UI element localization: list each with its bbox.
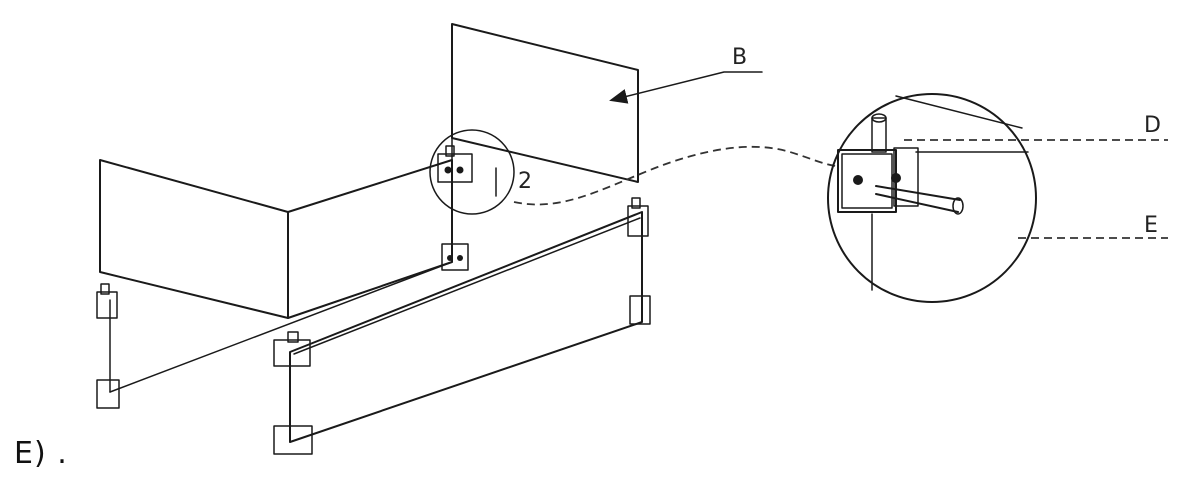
label-d: D xyxy=(1144,113,1161,138)
detail-number-label: 2 xyxy=(518,169,532,194)
clamp-front-left-bottom xyxy=(273,425,313,455)
label-b: B xyxy=(732,45,747,70)
rear-left-glass-panel xyxy=(109,261,453,393)
clamp-rear-left-top xyxy=(96,283,118,319)
left-end-panel xyxy=(99,159,289,319)
caption-text: E) . xyxy=(14,436,68,471)
clamp-middle-bottom xyxy=(441,243,469,271)
clamp-rear-left-bottom xyxy=(96,379,120,409)
label-e: E xyxy=(1144,213,1158,238)
back-panel-b xyxy=(451,23,639,183)
detail-2-callout xyxy=(429,129,515,215)
magnified-detail-view xyxy=(827,93,1037,303)
clamp-front-right-bottom xyxy=(629,295,651,325)
leader-b xyxy=(609,71,763,104)
detail-leader-line xyxy=(513,145,837,206)
back-long-panel xyxy=(287,137,453,319)
front-glass-panel xyxy=(289,211,643,443)
clamp-front-left-top xyxy=(273,331,311,367)
clamp-front-right-top xyxy=(627,197,649,237)
